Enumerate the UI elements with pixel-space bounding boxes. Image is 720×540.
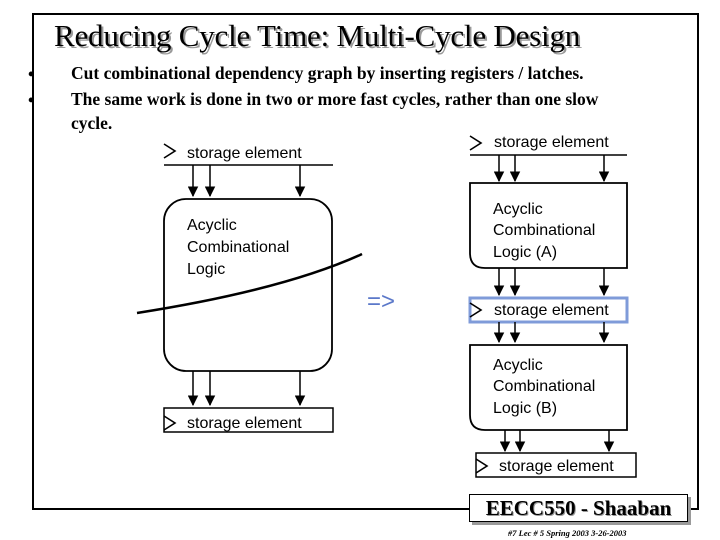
right-bottom-register <box>475 452 637 478</box>
left-logic-label-line1: Acyclic <box>187 217 237 234</box>
clock-triangle-icon <box>469 135 483 151</box>
right-top-register-label: storage element <box>494 134 609 151</box>
clock-triangle-icon <box>163 415 177 431</box>
right-logic-a-block <box>469 182 628 269</box>
clock-triangle-icon <box>469 302 483 318</box>
right-logic-a-line2: Combinational <box>493 222 596 239</box>
footer-course-title: EECC550 - Shaaban <box>485 496 672 520</box>
right-middle-register-label: storage element <box>494 302 609 319</box>
bullet-marker: • <box>28 64 35 84</box>
footer-lecture-info: #7 Lec # 5 Spring 2003 3-26-2003 <box>508 528 627 538</box>
right-logic-b-line3: Logic (B) <box>493 400 558 417</box>
right-bottom-register-label: storage element <box>499 458 614 475</box>
clock-triangle-icon <box>163 143 177 159</box>
cut-curve <box>136 252 363 315</box>
slide-frame <box>32 13 699 510</box>
bullet-1-text: Cut combinational dependency graph by in… <box>71 63 584 83</box>
right-logic-a-line3: Logic (A) <box>493 244 558 261</box>
slide-title: Reducing Cycle Time: Multi-Cycle Design <box>54 18 581 53</box>
bullet-2-text-line2: cycle. <box>71 113 113 133</box>
right-logic-b-line2: Combinational <box>493 378 596 395</box>
right-logic-b-block <box>469 344 628 431</box>
left-logic-block <box>163 198 333 372</box>
left-logic-label-line3: Logic <box>187 261 226 278</box>
transform-arrow: => <box>367 288 396 315</box>
right-logic-b-line1: Acyclic <box>493 357 543 374</box>
right-middle-register <box>468 296 629 324</box>
left-logic-label-line2: Combinational <box>187 239 290 256</box>
clock-triangle-icon <box>475 458 489 474</box>
bullet-2-text-line1: The same work is done in two or more fas… <box>71 89 599 109</box>
right-logic-a-line1: Acyclic <box>493 201 543 218</box>
left-bottom-register-label: storage element <box>187 415 302 432</box>
left-top-register-label: storage element <box>187 145 302 162</box>
left-bottom-register <box>163 407 334 433</box>
footer-course-box: EECC550 - Shaaban <box>469 494 688 522</box>
bullet-marker: • <box>28 90 35 110</box>
